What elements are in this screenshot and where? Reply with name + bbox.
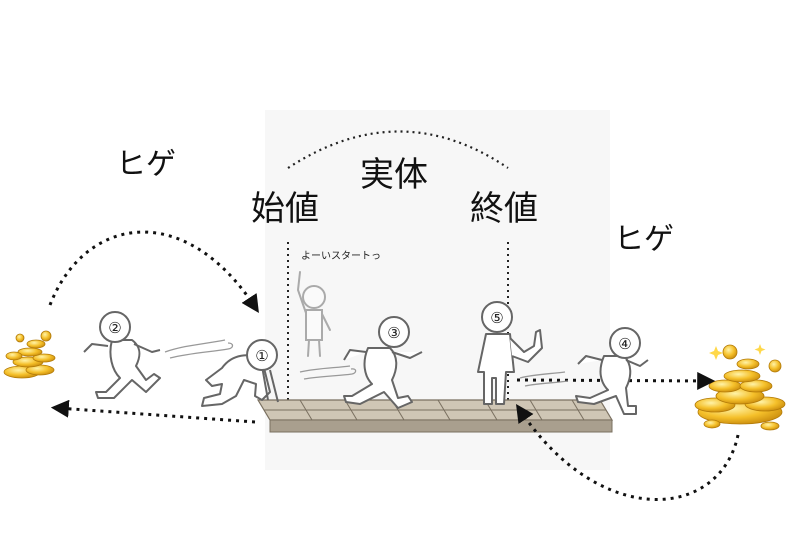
runner-4: [575, 327, 649, 415]
runner-2: [83, 311, 161, 399]
runner-2-number: ②: [108, 319, 121, 337]
open-price-label: 始値: [251, 189, 319, 229]
starter-figure: [296, 271, 331, 357]
running-track: [256, 399, 614, 433]
start-call-caption: よーいスタートっ: [301, 251, 381, 262]
wick-right-label: ヒゲ: [614, 222, 674, 257]
runner-1: [201, 339, 279, 407]
runner-3: [343, 316, 423, 409]
body-label: 実体: [360, 155, 428, 195]
runner-4-number: ④: [618, 335, 631, 353]
runner-1-number: ①: [255, 347, 268, 365]
wick-left-arc-arrow: [48, 230, 259, 314]
runner-5-number: ⑤: [490, 309, 503, 327]
runner-5: [477, 301, 543, 405]
wind-lines: [164, 339, 569, 387]
return-left-arrow: [50, 399, 256, 424]
wick-left-label: ヒゲ: [116, 147, 176, 182]
runner-3-number: ③: [387, 324, 400, 342]
close-price-label: 終値: [470, 189, 538, 229]
gold-coins-left: [3, 330, 56, 379]
gold-coins-right: [694, 344, 786, 431]
